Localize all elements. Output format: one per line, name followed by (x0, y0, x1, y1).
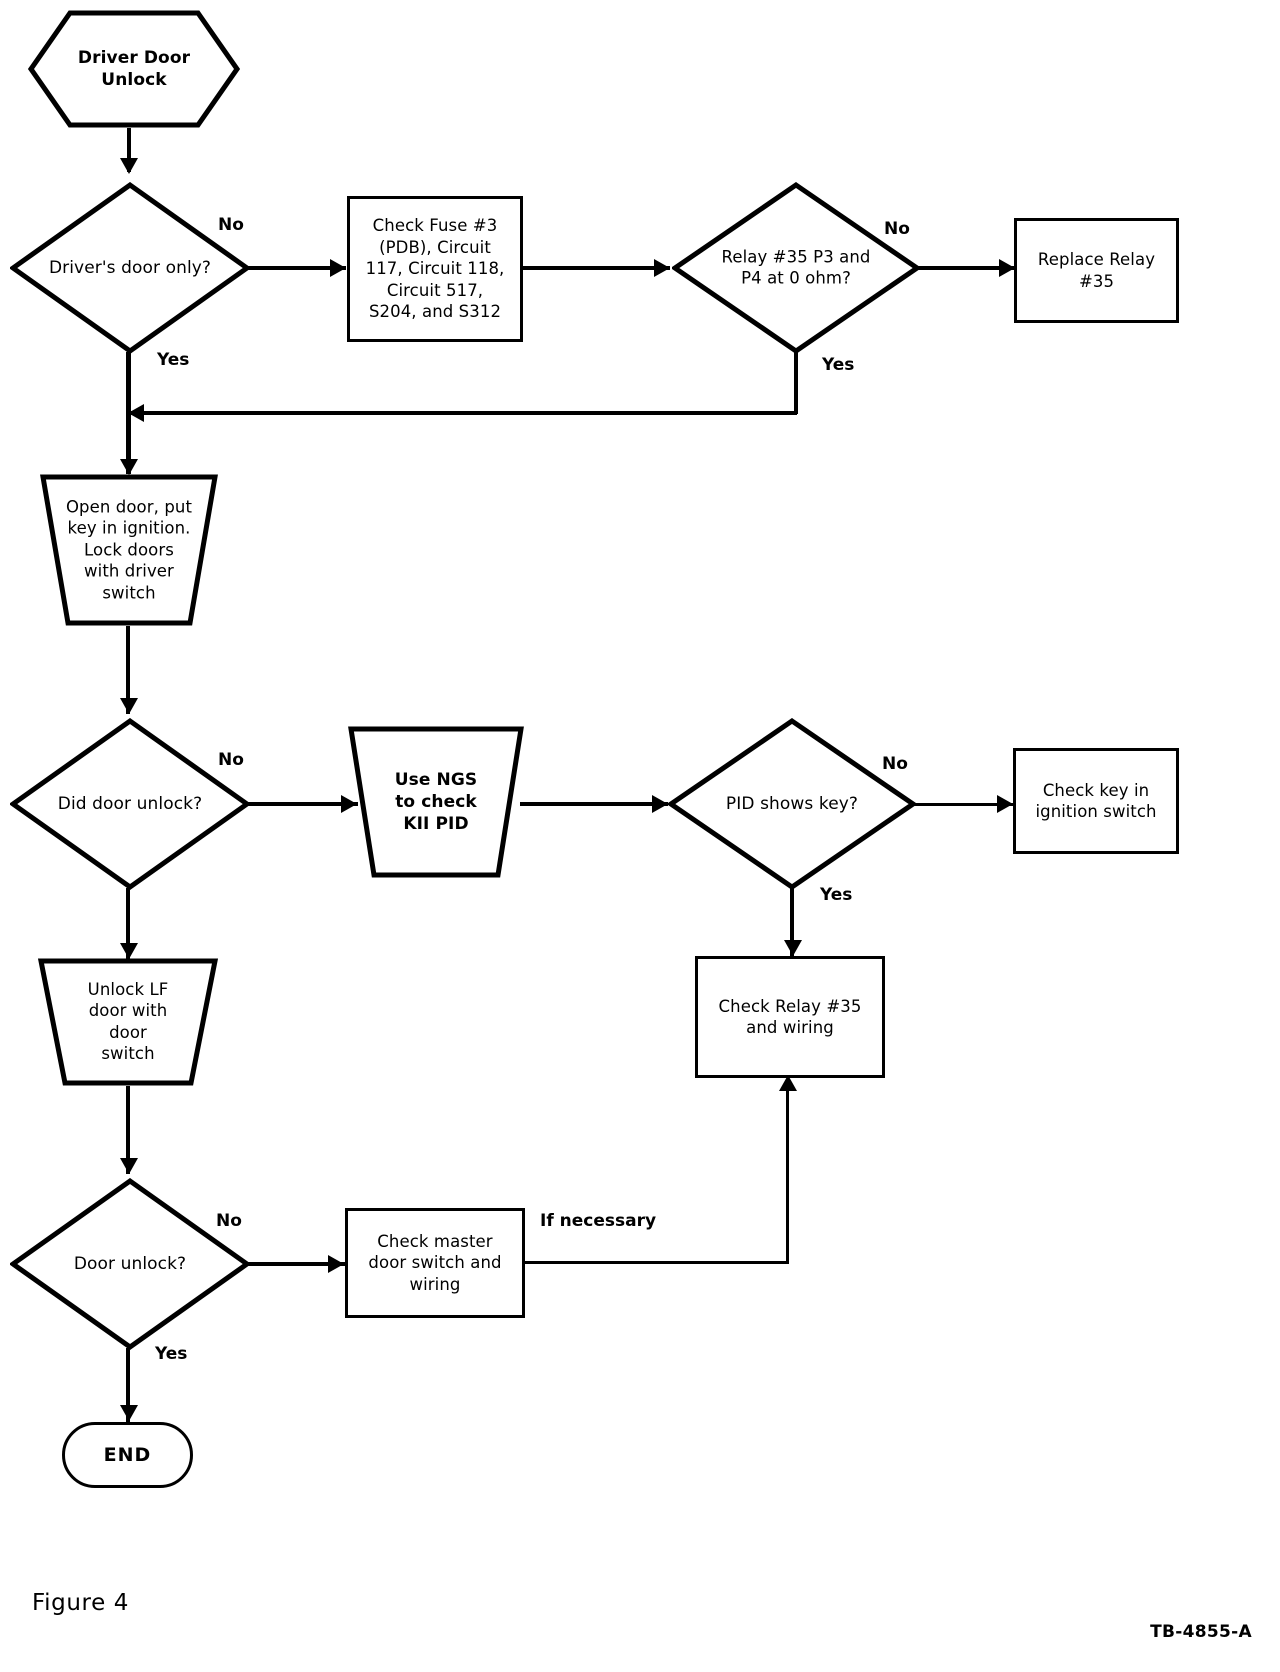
node-replace-relay: Replace Relay #35 (1014, 218, 1179, 323)
edge-label-if-necessary: If necessary (540, 1211, 657, 1231)
arrowhead-right-1 (330, 259, 346, 277)
edge-label-yes-1: Yes (157, 350, 190, 370)
edge-did-unlock-no (248, 802, 358, 806)
edge-ngs-to-pid (520, 802, 668, 806)
edge-relay-yes-down (794, 352, 798, 414)
diamond-shape (672, 182, 920, 354)
node-use-ngs: Use NGS to check KII PID (348, 726, 524, 878)
edge-drivers-only-no (248, 266, 346, 270)
edge-label-yes-4: Yes (155, 1344, 188, 1364)
figure-caption: Figure 4 (32, 1590, 129, 1616)
node-end: END (62, 1422, 193, 1488)
node-did-door-unlock: Did door unlock? (10, 718, 250, 890)
edge-door-unlock-no (248, 1262, 346, 1266)
arrowhead-up-1 (779, 1075, 797, 1091)
arrowhead-down-5 (784, 940, 802, 956)
diamond-shape (10, 182, 250, 354)
arrowhead-right-4 (341, 795, 357, 813)
node-check-relay-35: Check Relay #35 and wiring (695, 956, 885, 1078)
diamond-shape (10, 1178, 250, 1350)
edge-unlock-lf-to-door-unlock (126, 1086, 130, 1174)
node-check-master-switch-label: Check master door switch and wiring (368, 1231, 502, 1294)
arrowhead-right-7 (328, 1255, 344, 1273)
arrowhead-down-3 (120, 698, 138, 714)
hexagon-shape (28, 10, 240, 128)
edge-door-unlock-yes-down (126, 1348, 130, 1424)
node-check-key: Check key in ignition switch (1013, 748, 1179, 854)
node-check-key-label: Check key in ignition switch (1035, 780, 1157, 821)
node-unlock-lf: Unlock LF door with door switch (38, 958, 218, 1086)
edge-did-unlock-down (126, 888, 130, 960)
edge-relay-no (918, 266, 1016, 270)
trapezoid-shape (348, 726, 524, 878)
diamond-shape (668, 718, 916, 890)
trapezoid-shape (40, 474, 218, 626)
edge-start-to-drivers-only (127, 128, 131, 172)
edge-label-yes-3: Yes (820, 885, 853, 905)
edge-pid-yes-down (790, 888, 794, 958)
edge-pid-no (914, 803, 1014, 806)
trapezoid-shape (38, 958, 218, 1086)
edge-label-no-2: No (884, 219, 910, 239)
edge-if-necessary-vertical (786, 1086, 789, 1263)
arrowhead-down-6 (120, 1158, 138, 1174)
node-end-label: END (103, 1443, 152, 1466)
node-door-unlock: Door unlock? (10, 1178, 250, 1350)
arrowhead-right-5 (652, 795, 668, 813)
document-code: TB-4855-A (1150, 1622, 1252, 1642)
arrowhead-down-7 (120, 1405, 138, 1421)
node-check-relay-35-label: Check Relay #35 and wiring (718, 996, 862, 1037)
edge-label-no-3: No (218, 750, 244, 770)
node-check-master-switch: Check master door switch and wiring (345, 1208, 525, 1318)
arrowhead-left-1 (128, 404, 144, 422)
edge-label-no-5: No (216, 1211, 242, 1231)
edge-relay-yes-left (128, 411, 797, 415)
arrowhead-down-2 (120, 459, 138, 475)
arrowhead-right-6 (997, 795, 1013, 813)
edge-label-no-1: No (218, 215, 244, 235)
arrowhead-right-2 (654, 259, 670, 277)
arrowhead-right-3 (999, 259, 1015, 277)
edge-open-door-to-did-unlock (126, 626, 130, 714)
node-start: Driver Door Unlock (28, 10, 240, 128)
node-pid-shows-key: PID shows key? (668, 718, 916, 890)
edge-check-fuse-to-relay (523, 266, 670, 270)
node-replace-relay-label: Replace Relay #35 (1037, 250, 1156, 291)
node-relay-ohm: Relay #35 P3 and P4 at 0 ohm? (672, 182, 920, 354)
node-check-fuse-label: Check Fuse #3 (PDB), Circuit 117, Circui… (365, 216, 505, 322)
edge-label-yes-2: Yes (822, 355, 855, 375)
edge-label-no-4: No (882, 754, 908, 774)
arrowhead-down-1 (120, 158, 138, 174)
node-open-door: Open door, put key in ignition. Lock doo… (40, 474, 218, 626)
node-drivers-door-only: Driver's door only? (10, 182, 250, 354)
arrowhead-down-4 (120, 943, 138, 959)
node-check-fuse: Check Fuse #3 (PDB), Circuit 117, Circui… (347, 196, 523, 342)
edge-if-necessary-horizontal (525, 1261, 789, 1264)
diamond-shape (10, 718, 250, 890)
